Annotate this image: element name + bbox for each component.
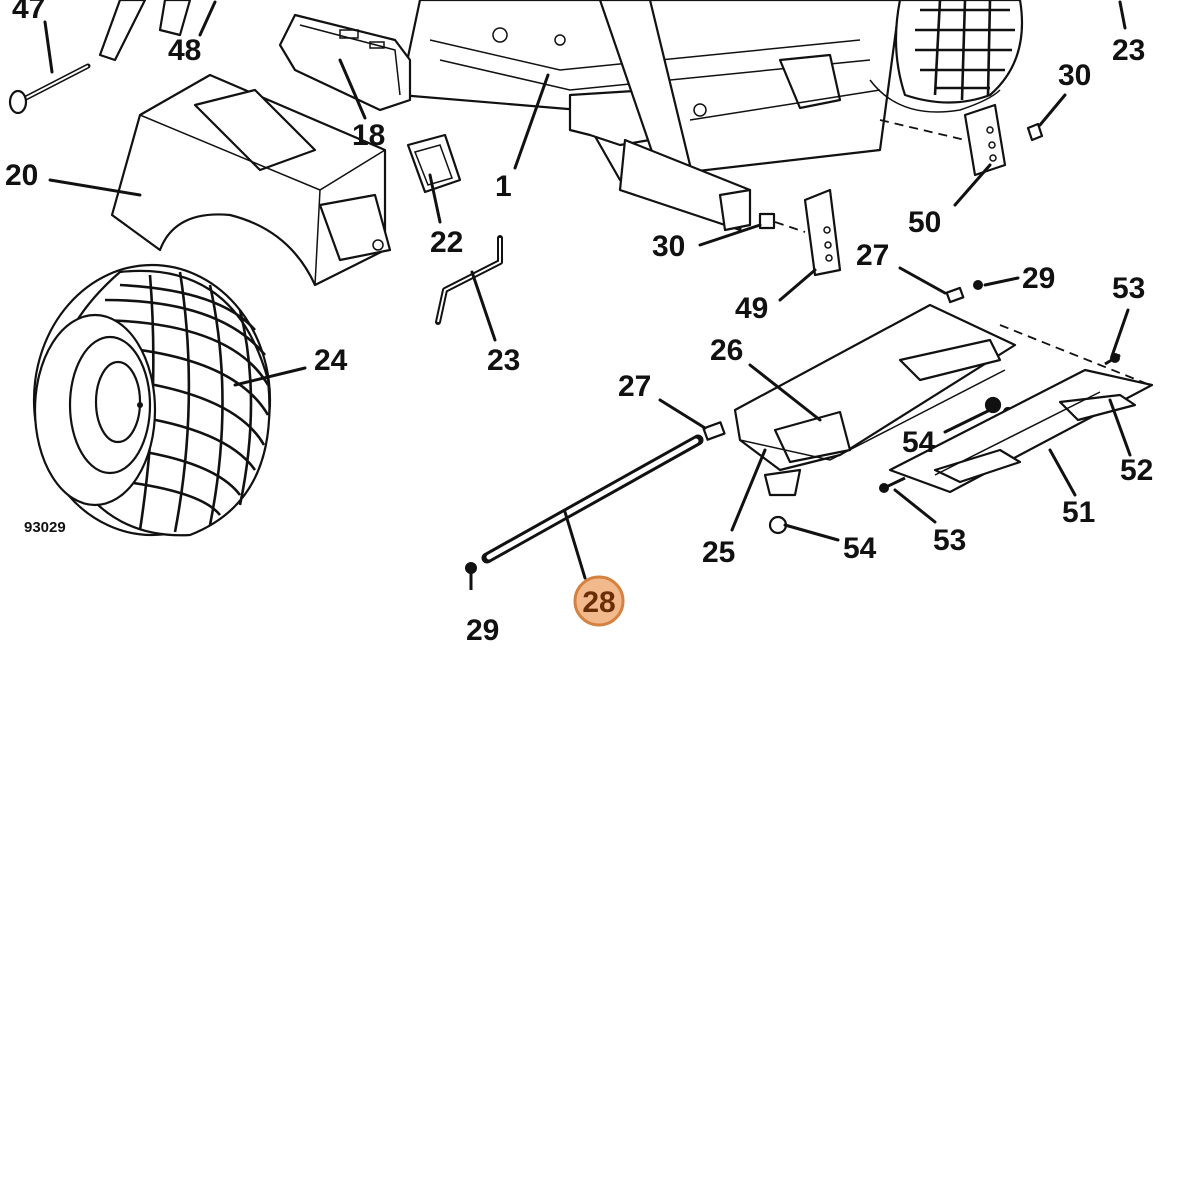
callout-23-top: 23	[1112, 34, 1145, 67]
leader-lines	[43, 0, 1132, 580]
callout-29-top: 29	[1022, 262, 1055, 295]
callout-51: 51	[1062, 496, 1095, 529]
callout-30-mid: 30	[652, 230, 685, 263]
callout-27-top: 27	[856, 239, 889, 272]
callout-26: 26	[710, 334, 743, 367]
part-29-clips	[465, 280, 983, 590]
callout-28: 28	[582, 586, 615, 619]
part-30-bolt-mid	[758, 212, 806, 233]
rear-wheel-top	[869, 0, 1024, 113]
callout-labels: 47 48 18 1 23 30 20 22 23 30 50 27 29 53…	[5, 0, 1153, 647]
callout-24: 24	[314, 344, 348, 377]
part-22-plate	[406, 133, 462, 194]
highlight-circle	[573, 575, 625, 627]
callout-18: 18	[352, 119, 385, 152]
part-49-bracket	[803, 188, 842, 277]
callout-20: 20	[5, 159, 38, 192]
part-50-bracket	[879, 103, 1007, 177]
callout-53-bot: 53	[933, 524, 966, 557]
part-20-fender	[110, 73, 392, 287]
callout-23-mid: 23	[487, 344, 520, 377]
part-48-bracket	[98, 0, 192, 62]
highlighted-callout-28[interactable]: 28	[573, 575, 625, 627]
part-25-mount	[733, 303, 1151, 535]
part-30-bolt-top	[1026, 122, 1044, 142]
callout-47: 47	[12, 0, 45, 25]
callout-29-bot: 29	[466, 614, 499, 647]
callout-22: 22	[430, 226, 463, 259]
part-47-bolt	[8, 63, 91, 115]
part-24-wheel	[32, 263, 272, 537]
part-51-platform	[888, 368, 1154, 494]
callout-1: 1	[495, 170, 512, 203]
part-27-pins	[702, 286, 965, 441]
callout-48: 48	[168, 34, 201, 67]
part-28-rod	[481, 434, 704, 564]
figure-code: 93029	[24, 519, 66, 536]
callout-30-top: 30	[1058, 59, 1091, 92]
callout-50: 50	[908, 206, 941, 239]
callout-54-bot: 54	[843, 532, 877, 565]
callout-53-top: 53	[1112, 272, 1145, 305]
callout-27-mid: 27	[618, 370, 651, 403]
callout-49: 49	[735, 292, 768, 325]
callout-25: 25	[702, 536, 735, 569]
callout-52: 52	[1120, 454, 1153, 487]
part-18-bracket	[278, 13, 412, 112]
callout-54-top: 54	[902, 426, 936, 459]
main-frame	[398, 0, 902, 232]
